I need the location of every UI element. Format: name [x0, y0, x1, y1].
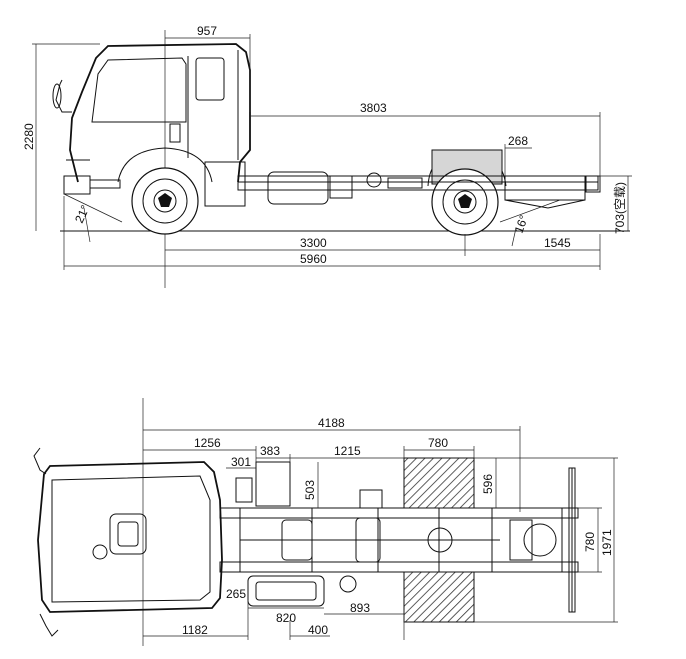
dim-rear-overhang-top: 268	[504, 134, 532, 176]
fuel-tank-top	[247, 575, 357, 607]
dim-tank-width: 400	[289, 620, 330, 640]
svg-text:3803: 3803	[360, 101, 387, 115]
top-view: 4188 1256 383 301 1215 780	[33, 398, 618, 646]
mirror-right	[39, 613, 59, 637]
dim-frame-to-rear: 4188	[143, 416, 521, 512]
approach-angle: 21°	[63, 193, 123, 243]
door-handle	[169, 123, 181, 143]
frame-rails-top	[219, 467, 579, 613]
rear-differential	[427, 527, 453, 553]
cab-roof-hatch	[109, 513, 147, 555]
battery-box	[255, 461, 291, 507]
top-components	[235, 461, 383, 509]
dim-cab-width: 957	[165, 24, 251, 112]
dim-overall-width: 1971	[474, 457, 618, 623]
chassis-frame	[204, 161, 601, 209]
svg-text:820: 820	[276, 611, 296, 625]
dim-component-a-length: 383	[256, 444, 291, 462]
dim-cab-to-tank: 1182	[143, 623, 248, 637]
cab-windshield	[91, 57, 187, 123]
dim-rear-overhang: 1545	[465, 234, 601, 256]
rear-wheels-top	[403, 457, 475, 623]
svg-text:780: 780	[428, 436, 448, 450]
dim-rear-wheel-offset: 596	[481, 458, 497, 508]
svg-text:16°: 16°	[512, 213, 531, 235]
svg-text:383: 383	[260, 444, 280, 458]
rear-wheel	[427, 149, 507, 236]
svg-text:268: 268	[508, 134, 528, 148]
svg-text:4188: 4188	[318, 416, 345, 430]
rear-wheel-left	[403, 457, 475, 509]
svg-text:5960: 5960	[300, 252, 327, 266]
dim-component-a-gap: 301	[226, 455, 256, 469]
dim-overall-length: 5960	[63, 196, 601, 270]
svg-text:957: 957	[197, 24, 217, 38]
dim-tank-to-frame: 893	[324, 601, 405, 640]
dim-inner-frame-width: 780	[578, 507, 602, 573]
mirror-left	[33, 447, 47, 475]
dim-spacing-to-rear-axle: 1215	[290, 444, 404, 459]
svg-text:1256: 1256	[194, 436, 221, 450]
svg-text:703(空载): 703(空载)	[613, 182, 627, 234]
rear-frame-end	[504, 175, 586, 201]
svg-text:301: 301	[231, 455, 251, 469]
cab-top	[33, 447, 223, 637]
rear-wheel-right	[403, 571, 475, 623]
fuel-tank-side	[267, 171, 329, 205]
svg-text:1971: 1971	[600, 529, 614, 556]
dim-overall-height: 2280	[22, 43, 100, 231]
svg-text:1215: 1215	[334, 444, 361, 458]
svg-text:3300: 3300	[300, 236, 327, 250]
dim-tank-offset: 265	[226, 587, 249, 640]
svg-text:596: 596	[481, 474, 495, 494]
dim-tank-length: 820	[248, 607, 324, 625]
dim-cab-to-component: 1256	[143, 436, 257, 462]
dim-component-height: 503	[303, 462, 319, 508]
svg-text:265: 265	[226, 587, 246, 601]
cab	[52, 43, 251, 195]
svg-text:400: 400	[308, 623, 328, 637]
svg-text:2280: 2280	[22, 123, 36, 150]
svg-text:780: 780	[583, 532, 597, 552]
svg-text:503: 503	[303, 480, 317, 500]
departure-angle: 16°	[499, 199, 561, 247]
dim-frame-height: 703(空载)	[598, 175, 632, 234]
dim-wheelbase: 3300	[165, 234, 466, 256]
svg-text:893: 893	[350, 601, 370, 615]
svg-text:1182: 1182	[182, 623, 208, 637]
dim-rear-wheel-span: 780	[403, 436, 475, 458]
cab-rear-window	[195, 57, 225, 101]
transmission	[281, 519, 313, 561]
svg-text:1545: 1545	[544, 236, 571, 250]
dim-rear-frame-length: 3803	[250, 101, 601, 190]
engine-block	[204, 161, 246, 207]
side-view: 957 3803 268 2280 703(空载)	[22, 24, 632, 288]
